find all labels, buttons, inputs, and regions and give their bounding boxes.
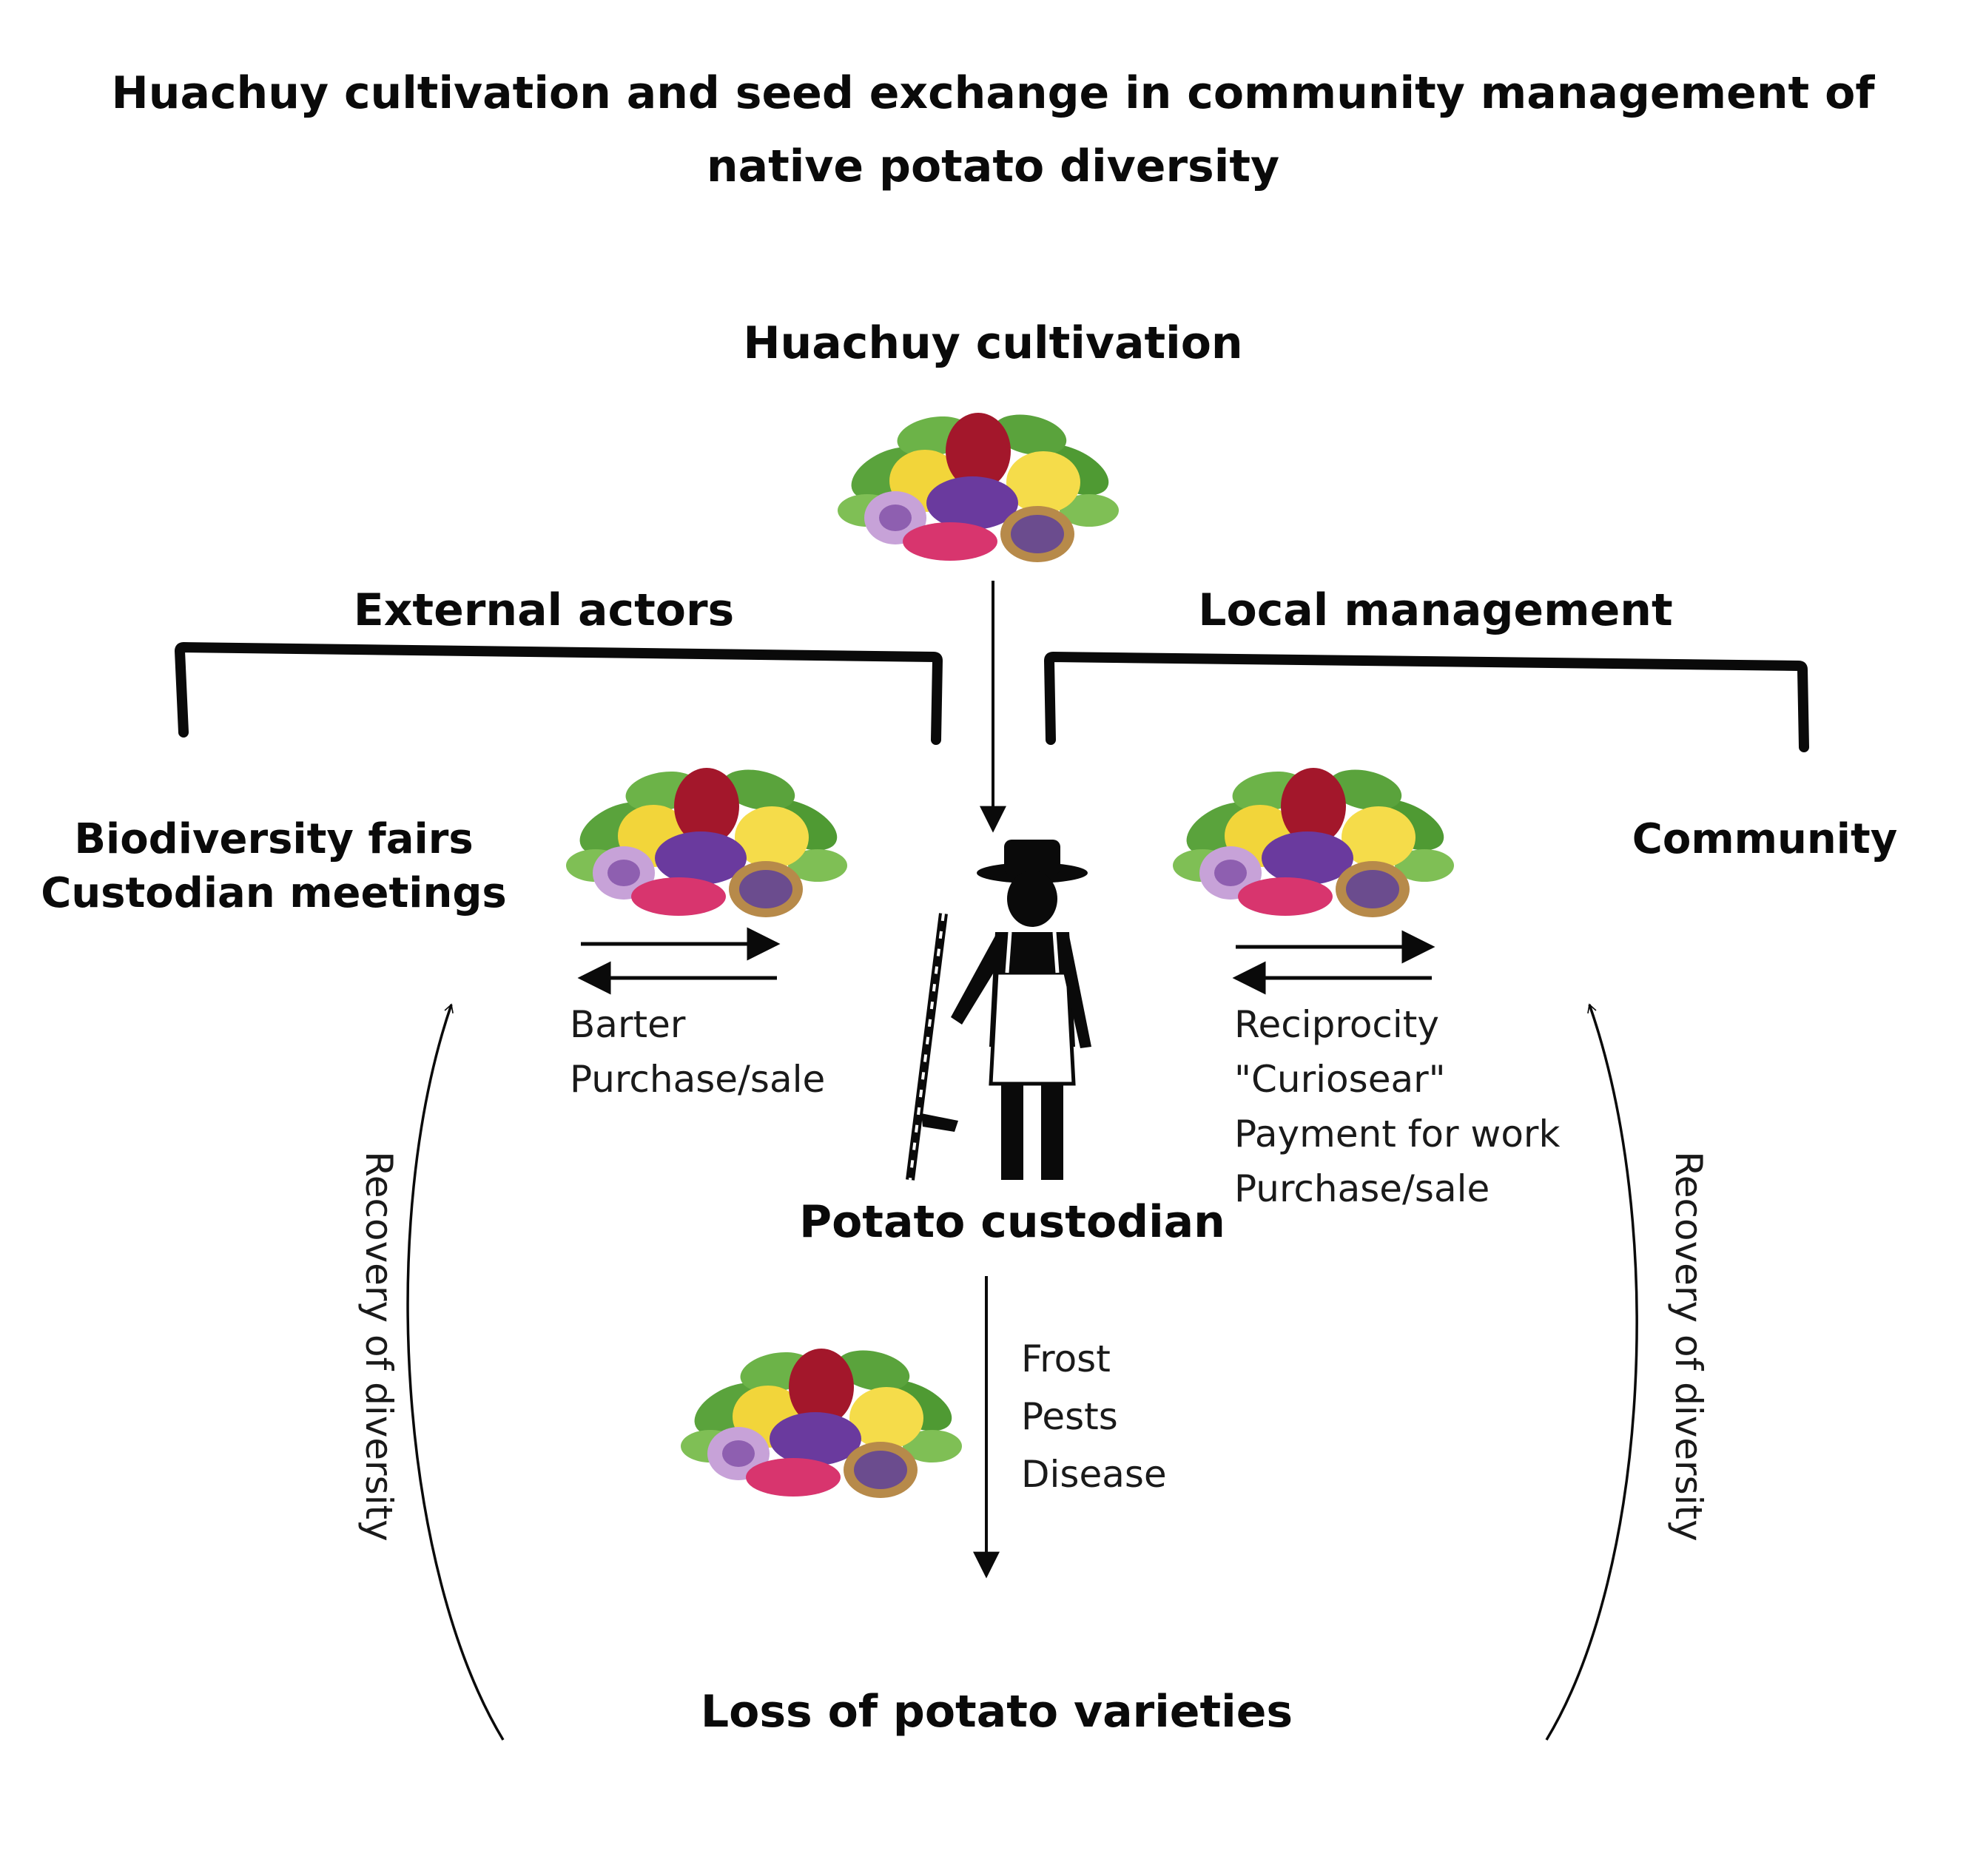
right-exchange-item: Reciprocity (1234, 1003, 1439, 1046)
potato-pile-icon (566, 763, 847, 917)
custodian-meetings-label: Custodian meetings (41, 869, 507, 917)
right-recovery-label: Recovery of diversity (1667, 1151, 1710, 1542)
right-exchange-item: Purchase/sale (1234, 1167, 1490, 1210)
potato-custodian-icon (910, 840, 1091, 1180)
loss-cause: Disease (1021, 1453, 1167, 1496)
loss-of-varieties-label: Loss of potato varieties (701, 1686, 1293, 1738)
external-actors-bracket (175, 642, 943, 745)
diagram-title-line-2: native potato diversity (707, 141, 1279, 192)
left-recovery-label: Recovery of diversity (357, 1151, 400, 1542)
left-exchange-item: Purchase/sale (570, 1058, 825, 1101)
loss-cause: Pests (1021, 1395, 1118, 1438)
potato-pile-icon (681, 1344, 962, 1498)
left-exchange-item: Barter (570, 1003, 686, 1046)
local-management-bracket (1044, 652, 1809, 752)
diagram-title-line-1: Huachuy cultivation and seed exchange in… (112, 67, 1876, 119)
huachuy-cultivation-label: Huachuy cultivation (743, 317, 1242, 369)
right-exchange-item: Payment for work (1234, 1113, 1560, 1155)
right-exchange-item: "Curiosear" (1234, 1058, 1446, 1101)
local-management-label: Local management (1198, 584, 1672, 636)
left-recovery-arrow (406, 1003, 505, 1741)
potato-pile-icon (1173, 763, 1454, 917)
external-actors-label: External actors (354, 584, 735, 636)
potato-pile-icon (838, 408, 1119, 562)
loss-cause: Frost (1021, 1337, 1111, 1380)
biodiversity-fairs-label: Biodiversity fairs (74, 815, 473, 863)
community-label: Community (1632, 815, 1897, 863)
potato-custodian-label: Potato custodian (799, 1196, 1225, 1248)
right-recovery-arrow (1545, 1003, 1638, 1741)
